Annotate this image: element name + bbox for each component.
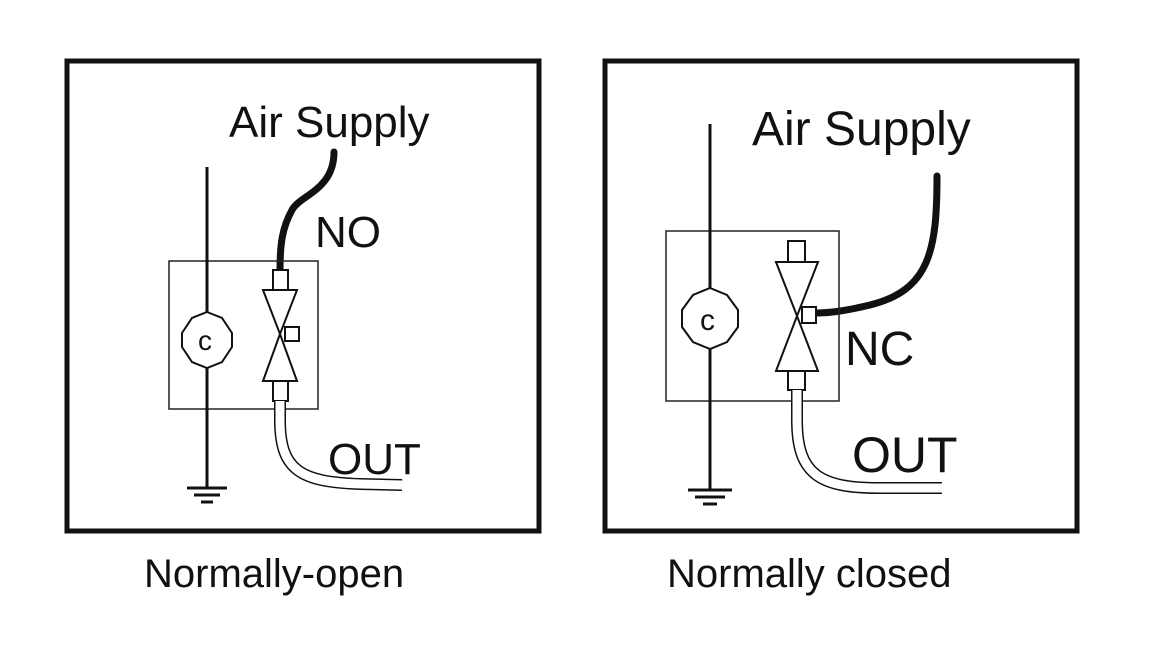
ground-icon: [688, 488, 732, 506]
valve-upper-triangle: [261, 289, 299, 337]
air-supply-hose: [276, 148, 338, 274]
air-supply-hose: [811, 172, 941, 317]
valve-upper-triangle: [774, 261, 820, 319]
port-label-nc: NC: [845, 323, 914, 376]
valve-bottom-port: [272, 380, 289, 402]
caption-normally-open: Normally-open: [144, 552, 404, 596]
caption-normally-closed: Normally closed: [667, 552, 952, 596]
panel-frame: [602, 58, 1080, 534]
controller-housing: [665, 230, 840, 402]
panel-frame: [64, 58, 542, 534]
valve-lower-triangle: [774, 313, 820, 372]
output-tube: [791, 390, 942, 494]
panel-normally-open: Air Supply NO c OUT: [64, 58, 542, 534]
valve-side-port: [801, 306, 817, 324]
panel-normally-closed: Air Supply NC c OUT: [602, 58, 1080, 534]
controller-label: c: [198, 325, 212, 356]
controller-c-icon: c: [681, 286, 739, 351]
air-supply-label: Air Supply: [752, 103, 971, 156]
valve-top-port: [787, 240, 806, 263]
controller-label: c: [700, 304, 715, 337]
controller-c-icon: c: [181, 310, 233, 370]
valve-bottom-port: [787, 370, 806, 391]
air-supply-label: Air Supply: [229, 98, 430, 147]
out-label: OUT: [852, 427, 958, 483]
output-tube: [274, 401, 403, 491]
valve-top-port: [272, 269, 289, 291]
port-label-no: NO: [315, 208, 381, 257]
out-label: OUT: [328, 435, 421, 484]
ground-icon: [187, 486, 227, 504]
controller-housing: [168, 260, 319, 410]
valve-side-port: [284, 326, 300, 342]
